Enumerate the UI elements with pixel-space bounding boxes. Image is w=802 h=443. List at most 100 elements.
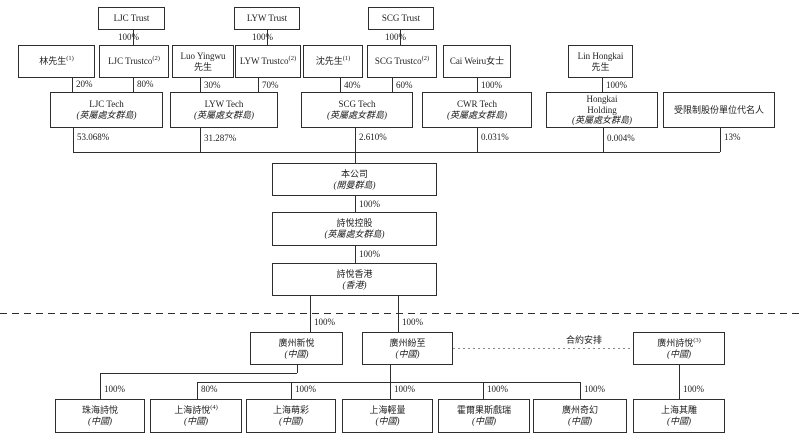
connector-line: [200, 128, 201, 152]
connector-line: [679, 365, 680, 399]
footnote-superscript: (1): [66, 55, 74, 63]
entity-name-line: (英屬處女群島): [76, 110, 137, 120]
ownership-percentage-label: 40%: [344, 80, 361, 90]
ownership-percentage-label: 2.610%: [359, 132, 387, 142]
connector-line: [392, 78, 393, 92]
connector-line: [477, 78, 478, 92]
entity-name-line: 詩悅控股: [336, 218, 373, 229]
entity-name-line: (英屬處女群島): [572, 115, 632, 126]
connector-line: [602, 78, 603, 92]
scg-trustco: SCG Trustco(2): [367, 45, 437, 78]
connector-line: [720, 128, 721, 152]
ownership-percentage-label: 100%: [359, 249, 380, 259]
gz-fenzhi: 廣州紛至(中國): [362, 332, 453, 365]
ownership-percentage-label: 100%: [481, 80, 502, 90]
mr-shen: 沈先生(1): [303, 45, 363, 78]
entity-name-line: SCG Trust: [381, 13, 421, 24]
connector-line: [258, 78, 259, 92]
connector-line: [133, 78, 134, 92]
entity-name-line: LYW Tech: [204, 99, 244, 110]
entity-name-line: (中國): [472, 416, 496, 426]
connector-line: [355, 246, 356, 263]
ownership-percentage-label: 100%: [402, 317, 423, 327]
entity-name-line: (中國): [284, 348, 309, 359]
connector-line: [73, 128, 74, 152]
entity-name-line: 本公司: [340, 168, 368, 179]
entity-name-line: 沈先生(1): [315, 55, 351, 67]
contractual-arrangements-label: 合約安排: [566, 335, 603, 345]
scg-tech: SCG Tech(英屬處女群島): [301, 92, 413, 128]
footnote-superscript: (4): [210, 404, 218, 412]
connector-line: [291, 382, 292, 399]
cai-weiru: Cai Weiru女士: [443, 45, 511, 78]
ownership-percentage-label: 0.031%: [481, 132, 509, 142]
horgos-xirui: 霍爾果斯戲瑞(中國): [438, 399, 530, 433]
entity-name-line: Cai Weiru女士: [449, 56, 505, 67]
footnote-superscript: (2): [288, 55, 297, 63]
gz-xinyue: 廣州新悅(中國): [250, 332, 343, 365]
ownership-percentage-label: 30%: [204, 80, 221, 90]
entity-name-line: LJC Trust: [113, 13, 150, 24]
entity-name-line: Holding: [587, 104, 617, 115]
entity-name-line: (中國): [184, 416, 208, 426]
sh-qingliang: 上海輕量(中國): [342, 399, 433, 433]
ownership-percentage-label: 100%: [394, 384, 415, 394]
entity-name-line: (英屬處女群島): [327, 110, 387, 120]
cwr-tech: CWR Tech(英屬處女群島): [422, 92, 532, 128]
sh-qidiao: 上海其雕(中國): [633, 399, 725, 433]
connector-line: [603, 128, 604, 152]
sh-shiyue: 上海詩悅(4)(中國): [150, 399, 242, 433]
footnote-superscript: (2): [421, 55, 430, 63]
entity-name-line: (香港): [342, 279, 367, 290]
connector-line: [197, 382, 580, 383]
connector-line: [400, 30, 401, 45]
connector-line: [100, 373, 101, 399]
ownership-percentage-label: 80%: [137, 79, 154, 89]
entity-name-line: 林先生(1): [39, 55, 74, 67]
connector-line: [197, 382, 198, 399]
entity-name-line: SCG Tech: [338, 99, 376, 110]
entity-name-line: 受限制股份單位代名人: [673, 104, 764, 115]
ownership-percentage-label: 0.004%: [607, 133, 635, 143]
connector-line: [483, 382, 484, 399]
entity-name-line: 詩悅香港: [336, 268, 373, 279]
entity-name-line: 上海詩悅(4): [174, 404, 218, 416]
scg-trust: SCG Trust: [368, 7, 434, 30]
ownership-percentage-label: 31.287%: [204, 133, 237, 143]
ownership-percentage-label: 100%: [487, 384, 508, 394]
entity-name-line: LYW Trustco(2): [239, 55, 297, 67]
connector-line: [72, 78, 73, 92]
ownership-percentage-label: 100%: [385, 32, 406, 42]
entity-name-line: 先生: [591, 61, 610, 72]
connector-line: [133, 30, 134, 45]
ownership-percentage-label: 100%: [104, 384, 125, 394]
entity-name-line: LYW Trust: [246, 13, 288, 24]
shiyue-holdings: 詩悅控股(英屬處女群島): [272, 212, 437, 246]
ljc-trust: LJC Trust: [98, 7, 165, 30]
entity-name-line: LJC Tech: [89, 99, 124, 110]
connector-line: [477, 128, 478, 152]
entity-name-line: (英屬處女群島): [194, 110, 254, 120]
entity-name-line: LJC Trustco(2): [108, 55, 160, 67]
sh-mengcai: 上海萌彩(中國): [246, 399, 336, 433]
entity-name-line: 上海輕量: [369, 405, 406, 416]
entity-name-line: (中國): [279, 416, 303, 426]
entity-name-line: 珠海詩悅: [81, 405, 118, 416]
ljc-tech: LJC Tech(英屬處女群島): [50, 92, 163, 128]
ownership-percentage-label: 70%: [262, 80, 279, 90]
shiyue-hk: 詩悅香港(香港): [272, 263, 437, 296]
entity-name-line: CWR Tech: [457, 99, 497, 110]
connector-line: [200, 78, 201, 92]
connector-line: [355, 128, 356, 163]
connector-line: [297, 365, 298, 373]
entity-name-line: 廣州奇幻: [561, 405, 598, 416]
ownership-percentage-label: 53.068%: [77, 132, 110, 142]
footnote-superscript: (3): [693, 336, 701, 344]
ownership-percentage-label: 60%: [396, 80, 413, 90]
entity-name-line: 上海其雕: [660, 405, 697, 416]
connector-line: [355, 196, 356, 212]
entity-name-line: (英屬處女群島): [447, 110, 507, 120]
